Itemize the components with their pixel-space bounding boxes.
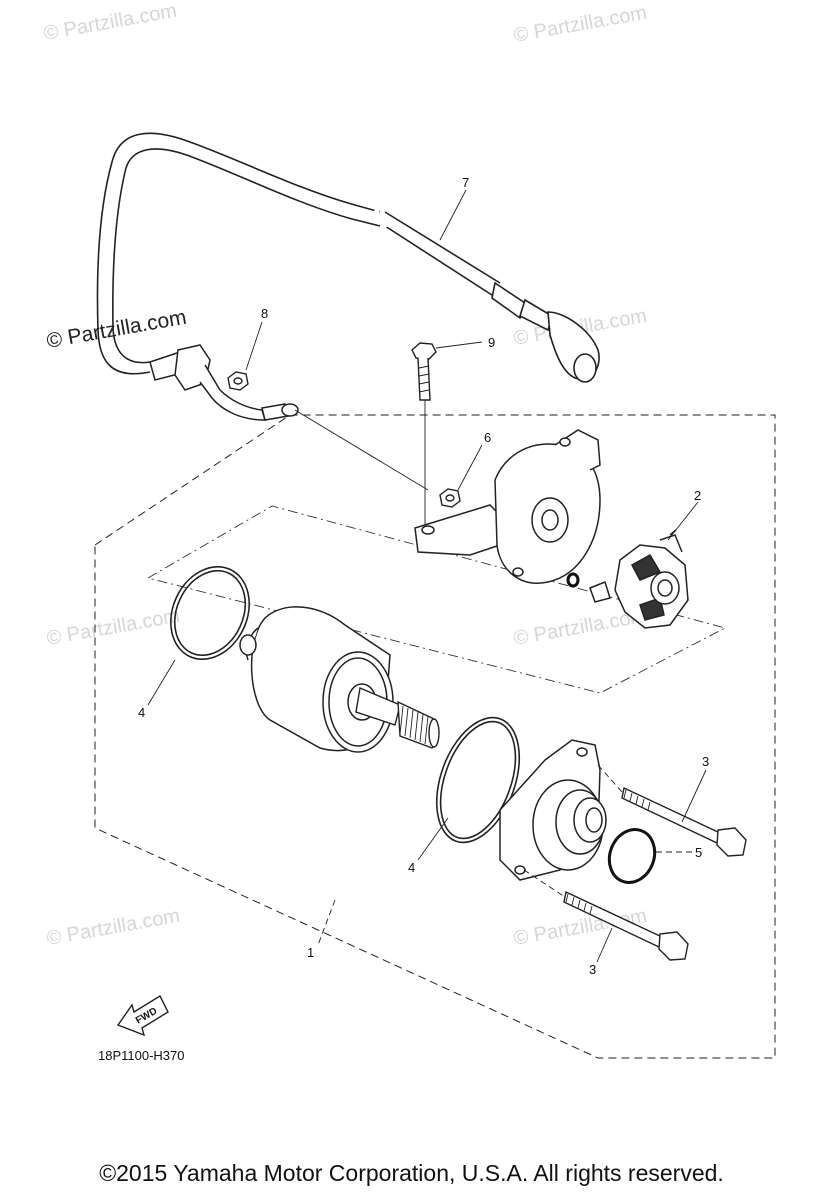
callout-2: 2 [694,488,701,503]
o-ring-4-left [170,565,250,661]
callout-5: 5 [695,845,702,860]
nut-6 [439,488,461,508]
diagram-code: 18P1100-H370 [98,1048,185,1063]
nut-8 [227,371,249,391]
o-ring-5 [607,828,657,884]
inner-plane [146,505,727,694]
callout-3-upper: 3 [702,754,709,769]
o-ring-4-right [435,716,521,844]
fwd-arrow-icon: FWD [116,995,169,1037]
watermark: © Partzilla.com [45,905,182,950]
copyright-notice: ©2015 Yamaha Motor Corporation, U.S.A. A… [99,1160,724,1186]
front-cover [499,739,607,881]
motor-yoke [239,606,394,753]
cable-terminal [149,344,299,421]
circlip [566,572,580,588]
leader-line [294,409,429,491]
long-bolt-3-lower [563,890,689,961]
callout-4-right: 4 [408,860,415,875]
watermark: © Partzilla.com [45,605,182,650]
callout-9: 9 [488,335,495,350]
callout-6: 6 [484,430,491,445]
callout-7: 7 [462,175,469,190]
bolt-9 [411,342,437,401]
callout-3-lower: 3 [589,962,596,977]
end-cover-bracket [414,429,601,584]
callout-1: 1 [307,945,314,960]
starter-cable [96,132,600,383]
callout-4-left: 4 [138,705,145,720]
brush-holder-2 [589,529,689,629]
long-bolt-3-upper [621,786,747,857]
callout-8: 8 [261,306,268,321]
watermark: © Partzilla.com [512,2,649,47]
watermark: © Partzilla.com [42,0,179,45]
armature-shaft [355,687,440,749]
